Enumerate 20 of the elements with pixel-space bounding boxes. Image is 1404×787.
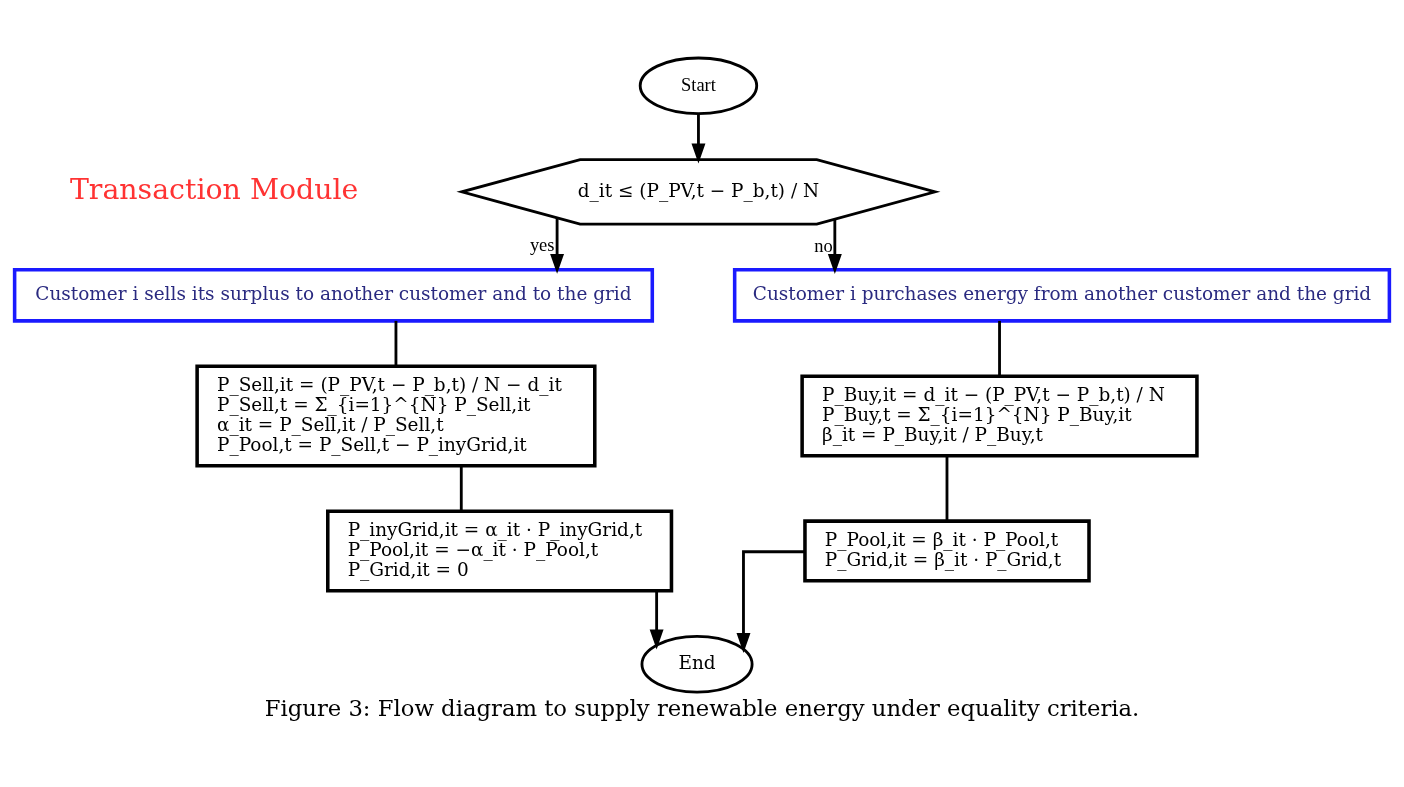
node-box: Customer i purchases energy from another customer and the grid: [732, 267, 1392, 323]
arrow: [736, 550, 805, 653]
node-box: P_Buy,it = d_it − (P_PV,t − P_b,t) / N P_Buy,t = Σ_{i=1}^{N} P_Buy,it β_it = P_Buy,it / P_Buy,t: [800, 374, 1199, 458]
label: Transaction Module: [69, 172, 359, 206]
node-box: P_Pool,it = β_it · P_Pool,t P_Grid,it = β_it · P_Grid,t: [803, 519, 1091, 583]
arrow: [550, 217, 565, 274]
connector: [998, 320, 1001, 377]
node-box: P_inyGrid,it = α_it · P_inyGrid,t P_Pool,it = −α_it · P_Pool,t P_Grid,it = 0: [326, 509, 674, 593]
connector: [945, 456, 949, 522]
connector: [459, 465, 463, 511]
edge-label: no: [814, 236, 833, 257]
node-box: Customer i sells its surplus to another customer and to the grid: [12, 267, 655, 323]
caption: Figure 3: Flow diagram to supply renewable energy under equality criteria.: [264, 695, 1140, 722]
connector: [394, 320, 398, 367]
node-ellipse: Start: [638, 56, 759, 116]
arrow: [827, 219, 842, 274]
arrow: [649, 591, 664, 650]
edge-label: yes: [529, 235, 555, 256]
node-box: P_Sell,it = (P_PV,t − P_b,t) / N − d_it P_Sell,t = Σ_{i=1}^{N} P_Sell,it α_it = P_Sell,it / P_Sell,t P_Pool,t = P_Sell,t − P_inyGrid,it: [195, 364, 597, 468]
arrow: [691, 114, 706, 164]
